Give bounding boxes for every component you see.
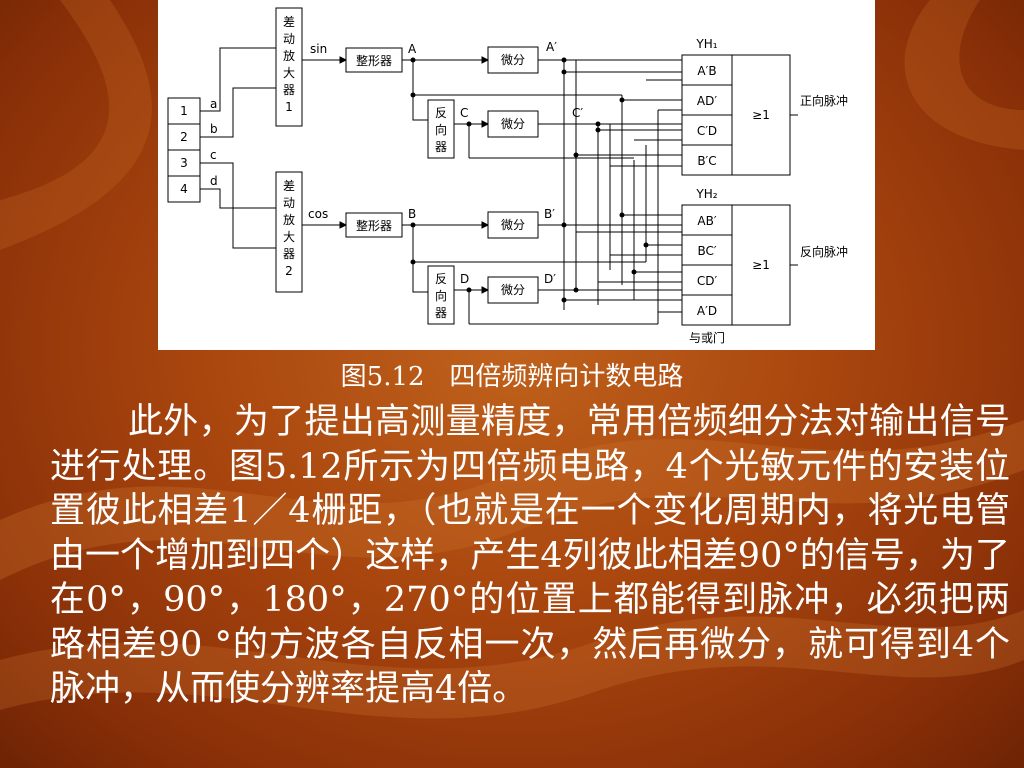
wire-label-a: a (210, 97, 217, 111)
yh1-output: 正向脉冲 (800, 93, 848, 108)
sin-label: sin (310, 42, 327, 56)
yh1-or: ≥1 (752, 108, 770, 122)
node-D-prime: D′ (544, 272, 556, 286)
and-or-gate-yh1: YH₁ A′B AD′ C′D B′C ≥1 正向脉冲 (681, 37, 848, 176)
wire-label-b: b (210, 122, 218, 136)
inverter-1 (427, 99, 455, 159)
yh2-gate-3: CD′ (697, 274, 718, 288)
yh2-or: ≥1 (752, 258, 770, 272)
shaper-2 (345, 212, 403, 238)
diff-A-label: 微分 (501, 53, 525, 67)
shaper-2-label: 整形器 (356, 218, 392, 233)
node-B: B (408, 207, 416, 221)
diff-D-label: 微分 (501, 283, 525, 297)
body-paragraph: 此外，为了提出高测量精度，常用倍频细分法对输出信号进行处理。图5.12所示为四倍… (50, 402, 1010, 709)
shaper-1-label: 整形器 (356, 53, 392, 68)
yh1-gate-3: C′D (697, 124, 717, 138)
wire-label-d: d (210, 174, 218, 188)
yh1-gate-1: A′B (697, 64, 716, 78)
yh2-title: YH₂ (695, 187, 717, 201)
bus-lines (413, 60, 659, 325)
node-A-prime: A′ (546, 40, 557, 54)
node-A: A (408, 42, 417, 56)
gate-wires (561, 69, 682, 313)
photo-elements: 1 2 3 4 (167, 97, 201, 203)
node-C-prime: C′ (572, 106, 583, 120)
yh1-gate-2: AD′ (697, 94, 717, 108)
cos-label: cos (308, 207, 328, 221)
yh2-gate-1: AB′ (697, 214, 716, 228)
diff-C-label: 微分 (501, 117, 525, 131)
input-wires: a b c d (200, 47, 276, 249)
yh2-gate-2: BC′ (697, 244, 716, 258)
node-B-prime: B′ (544, 207, 555, 221)
yh2-output: 反向脉冲 (800, 244, 848, 259)
diff-B-label: 微分 (501, 218, 525, 232)
figure-caption: 图5.12 四倍频辨向计数电路 (340, 362, 684, 392)
input-label-2: 2 (180, 130, 188, 144)
node-D: D (460, 272, 469, 286)
diff-C (487, 110, 539, 138)
wire-label-c: c (210, 148, 217, 162)
yh1-title: YH₁ (695, 37, 717, 51)
yh2-gate-4: A′D (697, 304, 717, 318)
input-label-1: 1 (180, 104, 188, 118)
input-label-3: 3 (180, 156, 188, 170)
node-C: C (460, 106, 468, 120)
gate-caption: 与或门 (689, 330, 725, 345)
inverter-1-label: 反向器 (435, 106, 447, 154)
inverter-2-label: 反向器 (435, 272, 447, 320)
and-or-gate-yh2: YH₂ AB′ BC′ CD′ A′D ≥1 反向脉冲 (681, 187, 848, 326)
inverter-2 (427, 265, 455, 325)
diff-A (487, 46, 539, 74)
diff-B (487, 211, 539, 239)
input-label-4: 4 (180, 182, 188, 196)
yh1-gate-4: B′C (697, 154, 716, 168)
